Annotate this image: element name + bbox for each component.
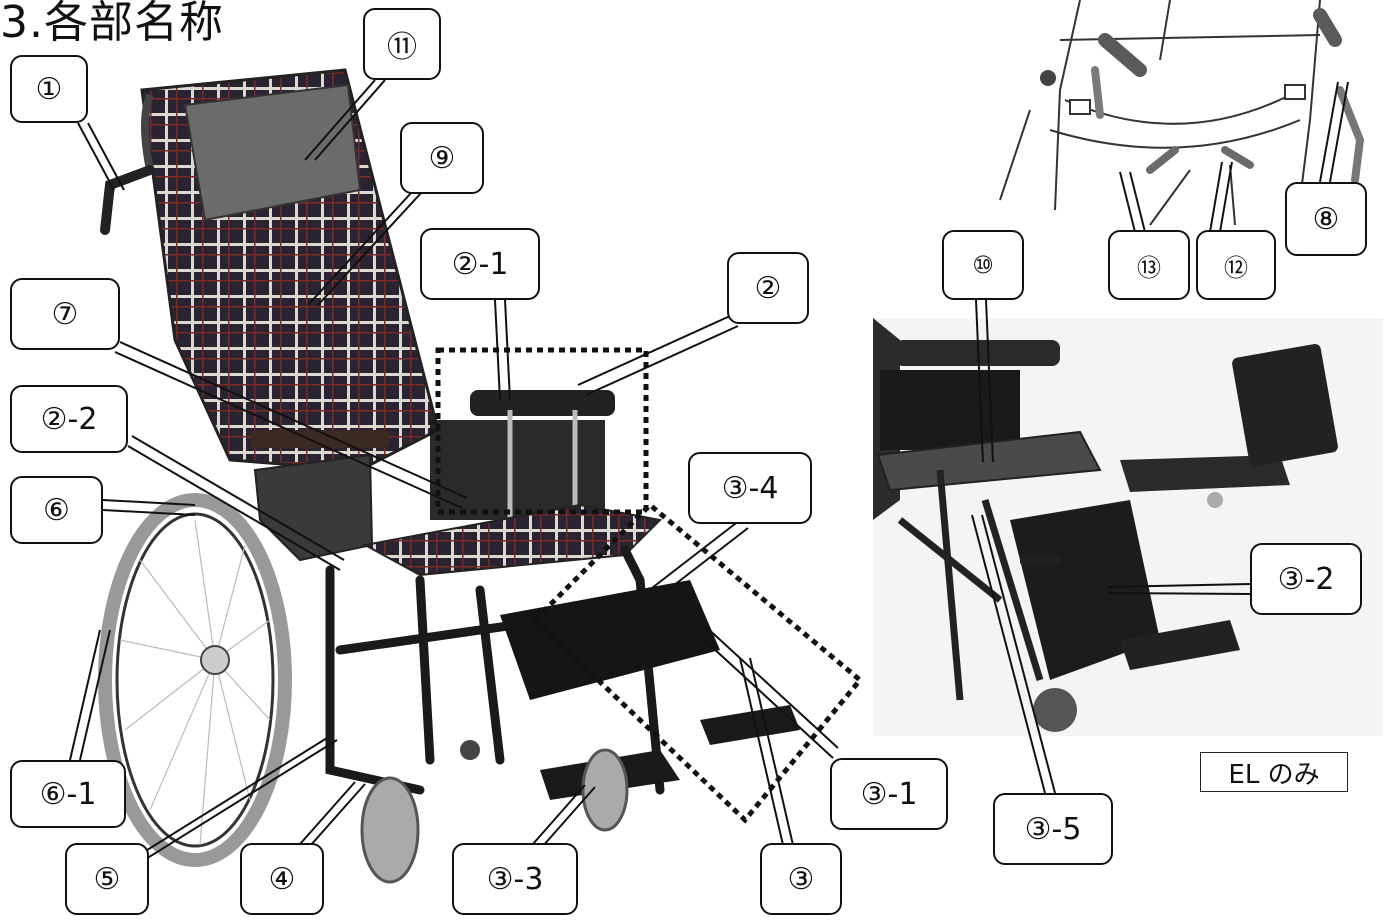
- brake-sketch: [999, 0, 1321, 226]
- footplate-rear: [700, 705, 800, 745]
- calf-pad-inset: [1010, 500, 1160, 680]
- callout-4: ④: [240, 843, 324, 915]
- seat-panel: [876, 430, 1102, 492]
- elevating-legrest: [1120, 455, 1290, 492]
- callout-3-3: ③-3: [452, 843, 578, 915]
- wheel-hub: [200, 645, 230, 675]
- leader-lines: [69, 79, 1349, 873]
- callout-6-1: ⑥-1: [10, 760, 126, 828]
- callout-6: ⑥: [10, 476, 103, 544]
- page-title: 3.各部名称: [0, 0, 224, 48]
- brake-levers: [1040, 8, 1365, 184]
- raised-footplate: [1232, 343, 1338, 467]
- callout-11: ⑪: [363, 8, 441, 80]
- callout-3-2: ③-2: [1250, 543, 1362, 615]
- main-wheelchair: [98, 68, 800, 884]
- callout-3-5: ③-5: [993, 793, 1113, 865]
- callout-5: ⑤: [65, 843, 149, 915]
- callout-2-1: ②-1: [420, 228, 540, 300]
- callout-2-2: ②-2: [10, 385, 128, 453]
- callout-10: ⑩: [942, 230, 1024, 300]
- front-caster-left: [360, 776, 420, 884]
- el-inset-photo: [873, 318, 1383, 736]
- headrest: [183, 83, 362, 222]
- callout-12: ⑫: [1196, 230, 1276, 300]
- front-caster-right: [581, 748, 629, 832]
- calf-pad: [500, 580, 720, 700]
- callout-7: ⑦: [10, 278, 120, 350]
- armrest-pad: [470, 390, 615, 416]
- callout-2: ②: [727, 252, 809, 324]
- armrest-highlight: [435, 347, 649, 515]
- rear-wheel-tire: [98, 493, 292, 867]
- callout-1: ①: [10, 55, 88, 123]
- callout-9: ⑨: [400, 122, 484, 194]
- seat-cushion: [362, 503, 663, 577]
- callout-3-1: ③-1: [830, 758, 948, 830]
- callout-13: ⑬: [1108, 230, 1190, 300]
- el-only-label: EL のみ: [1200, 752, 1348, 792]
- callout-3: ③: [760, 843, 842, 915]
- callout-8: ⑧: [1285, 182, 1367, 256]
- callout-3-4: ③-4: [688, 452, 812, 524]
- push-handle: [100, 165, 155, 235]
